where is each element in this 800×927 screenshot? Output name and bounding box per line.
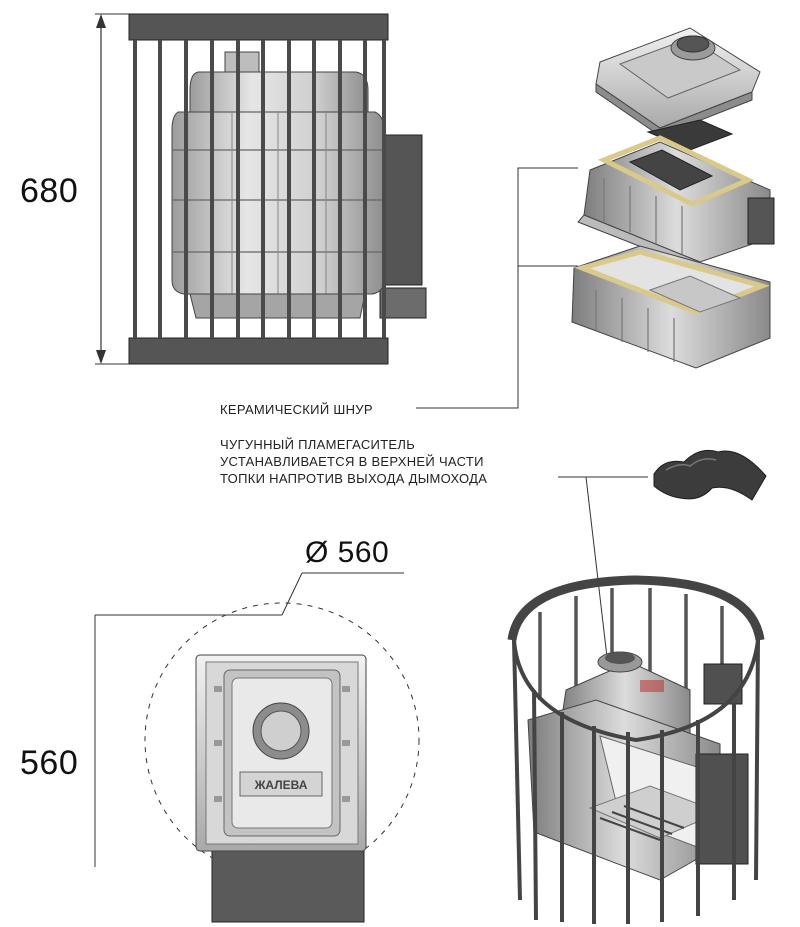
- assembled-cage-bars: [512, 639, 760, 924]
- firebox-tunnel-top: [211, 841, 365, 923]
- height-arrow-bottom: [96, 350, 106, 364]
- top-ring: [128, 13, 389, 41]
- depth-dimension-label: 560: [20, 744, 79, 782]
- flame-arrester-label-line3: ТОПКИ НАПРОТИВ ВЫХОДА ДЫМОХОДА: [220, 471, 488, 486]
- ceramic-cord-label: КЕРАМИЧЕСКИЙ ШНУР: [220, 402, 373, 417]
- flame-arrester-piece: [653, 449, 767, 501]
- cage-bars: [133, 40, 386, 338]
- exploded-view: [416, 27, 775, 409]
- cage-top-ring: [507, 575, 765, 641]
- height-arrow-top: [96, 14, 106, 28]
- brand-plate-text: ЖАЛЕВА: [254, 778, 308, 792]
- height-dimension-label: 680: [20, 172, 79, 210]
- cage-circle: [144, 602, 420, 878]
- top-view: ЖАЛЕВА: [94, 572, 420, 923]
- flame-arrester-label-line1: ЧУГУННЫЙ ПЛАМЕГАСИТЕЛЬ: [220, 437, 416, 452]
- assembled-view: [507, 575, 765, 924]
- front-view: [95, 13, 427, 365]
- brand-plate: [239, 771, 323, 797]
- firebox-tunnel: [379, 134, 423, 286]
- ceramic-cord-top: [597, 135, 755, 207]
- assembled-tunnel: [695, 753, 749, 865]
- ceramic-cord-leader: [416, 167, 578, 409]
- flame-arrester-label-line2: УСТАНАВЛИВАЕТСЯ В ВЕРХНЕЙ ЧАСТИ: [220, 454, 484, 469]
- bottom-ring: [128, 337, 389, 365]
- diameter-dimension-label: Ø 560: [305, 536, 390, 569]
- stove-base: [189, 293, 366, 319]
